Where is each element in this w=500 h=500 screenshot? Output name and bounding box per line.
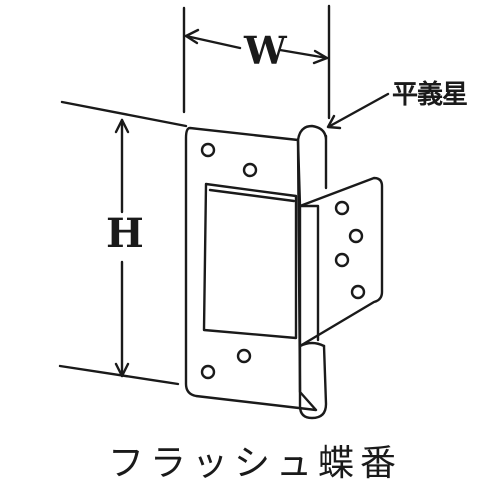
leaf-cutout-inner bbox=[208, 188, 296, 203]
screw-hole bbox=[334, 200, 350, 216]
lower-knuckle bbox=[298, 344, 328, 420]
screw-hole bbox=[200, 364, 216, 380]
h-extension-top bbox=[60, 100, 188, 128]
leaf-cutout bbox=[202, 182, 298, 340]
screw-hole bbox=[350, 284, 366, 300]
screw-hole bbox=[334, 252, 350, 268]
w-arrowhead-right bbox=[312, 49, 329, 65]
h-arrowhead-bottom bbox=[114, 362, 130, 378]
screw-hole bbox=[236, 348, 252, 364]
knuckle-leader-line bbox=[328, 92, 390, 128]
screw-hole bbox=[348, 228, 364, 244]
knuckle-leader-arrowhead bbox=[326, 114, 342, 130]
w-dimension-line-right bbox=[278, 48, 329, 60]
h-extension-bottom bbox=[58, 364, 180, 386]
knuckle-label: 平義星 bbox=[392, 80, 468, 110]
front-leaf-fold bbox=[298, 204, 320, 342]
diagram-caption: フラッシュ蝶番 bbox=[108, 443, 403, 484]
rear-leaf-plate bbox=[184, 126, 318, 412]
front-leaf-plate bbox=[298, 176, 384, 348]
w-arrowhead-left bbox=[184, 28, 200, 45]
h-arrowhead-top bbox=[114, 118, 130, 134]
height-dimension-label: H bbox=[106, 210, 144, 257]
screw-hole bbox=[200, 142, 216, 158]
width-dimension-label: W bbox=[244, 28, 287, 73]
upper-knuckle bbox=[296, 124, 328, 208]
w-dimension-line-left bbox=[184, 34, 242, 50]
screw-hole bbox=[242, 162, 258, 178]
